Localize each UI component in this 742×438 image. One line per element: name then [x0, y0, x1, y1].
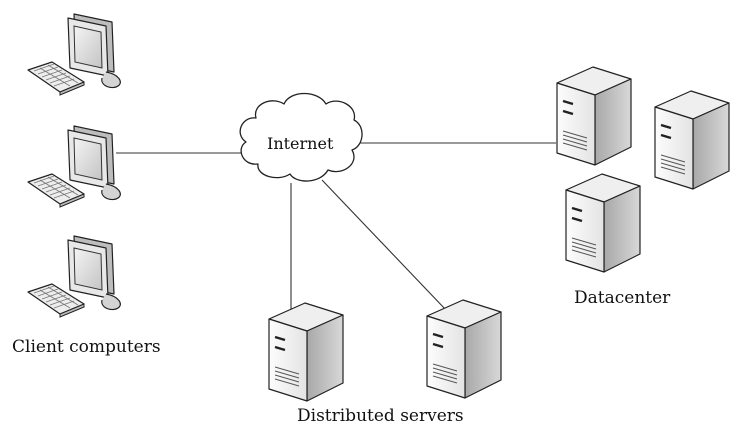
client-computers-label: Client computers [12, 337, 161, 357]
cloud-icon [239, 92, 363, 182]
client-computer-icon [27, 13, 121, 96]
distributed-server-icon [425, 298, 503, 400]
internet-label: Internet [267, 134, 334, 153]
distributed-servers-label: Distributed servers [297, 406, 464, 426]
link-internet-server-right [321, 179, 447, 311]
datacenter-server-icon [653, 89, 731, 191]
distributed-server-icon [267, 301, 345, 403]
client-computer-icon [27, 235, 121, 318]
datacenter-server-icon [555, 65, 633, 167]
client-computer-icon [27, 125, 121, 208]
datacenter-server-icon [564, 172, 642, 274]
connection-lines [116, 142, 556, 312]
datacenter-label: Datacenter [574, 288, 671, 308]
